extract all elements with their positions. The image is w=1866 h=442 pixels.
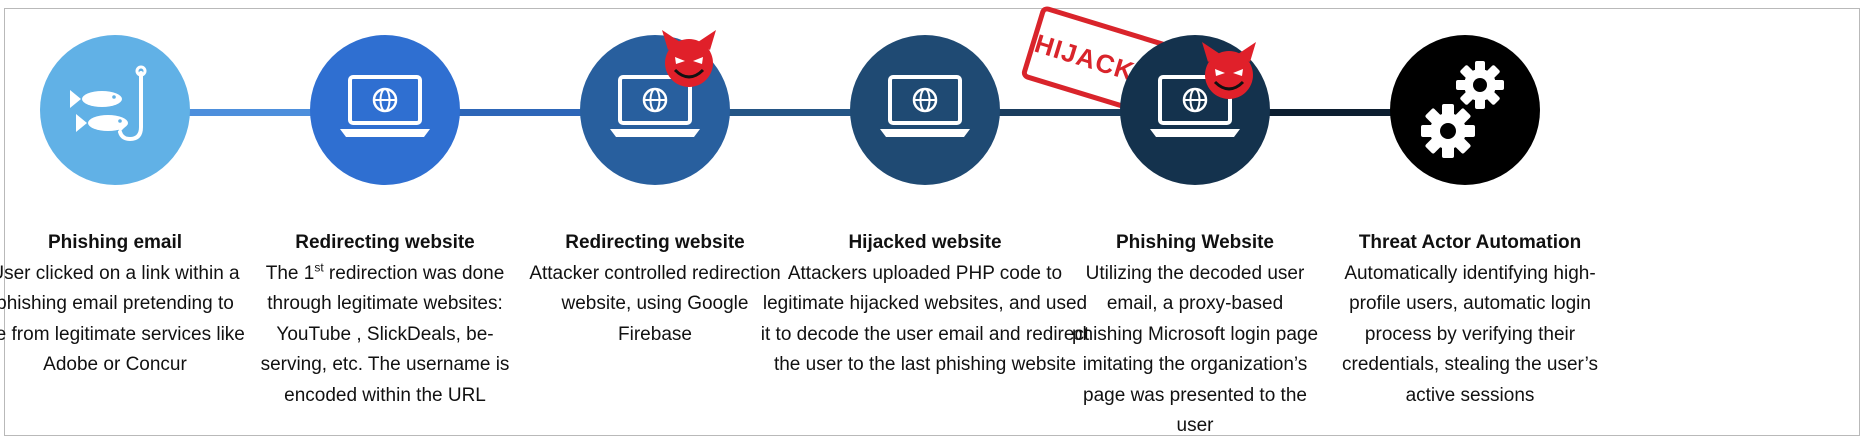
step-6-circle xyxy=(1390,35,1540,185)
connector-4-5 xyxy=(970,109,1130,116)
connector-2-3 xyxy=(430,109,590,116)
devil-icon xyxy=(662,30,716,87)
step-2-caption: Redirecting website The 1st redirection … xyxy=(240,228,530,411)
step-2-description: The 1st redirection was done through leg… xyxy=(250,259,520,412)
connector-1-2 xyxy=(170,109,320,116)
step-5-caption: Phishing Website Utilizing the decoded u… xyxy=(1050,228,1340,442)
step-2-description-part1: The 1 xyxy=(265,262,315,284)
step-2-circle xyxy=(310,35,460,185)
step-6-description: Automatically identifying high-profile u… xyxy=(1342,262,1598,406)
step-4-circle xyxy=(850,35,1000,185)
connector-5-6 xyxy=(1240,109,1400,116)
step-3-caption: Redirecting website Attacker controlled … xyxy=(510,228,800,350)
fish-hook-icon xyxy=(40,35,190,185)
step-4-caption: Hijacked website Attackers uploaded PHP … xyxy=(755,228,1095,381)
step-2-title: Redirecting website xyxy=(295,232,475,253)
step-1-title: Phishing email xyxy=(47,232,183,253)
step-3-description: Attacker controlled redirection website,… xyxy=(529,262,781,345)
step-1-circle xyxy=(40,35,190,185)
laptop-globe-icon xyxy=(850,35,1000,185)
connector-3-4 xyxy=(700,109,860,116)
step-2-description-part2: redirection was done through legitimate … xyxy=(260,262,510,406)
step-5-description: Utilizing the decoded user email, a prox… xyxy=(1071,262,1319,437)
step-4-title: Hijacked website xyxy=(848,232,1002,253)
step-5-title: Phishing Website xyxy=(1115,232,1274,253)
diagram-frame xyxy=(4,8,1860,436)
step-6-title: Threat Actor Automation xyxy=(1358,232,1582,253)
step-3-title: Redirecting website xyxy=(565,232,745,253)
laptop-globe-icon xyxy=(310,35,460,185)
step-4-description: Attackers uploaded PHP code to legitimat… xyxy=(760,262,1090,376)
devil-icon xyxy=(1202,42,1256,99)
gears-icon xyxy=(1390,35,1540,185)
step-6-caption: Threat Actor Automation Automatically id… xyxy=(1320,228,1620,411)
step-2-description-sup: st xyxy=(314,260,324,275)
step-1-description: User clicked on a link within a phishing… xyxy=(0,262,245,376)
step-1-caption: Phishing email User clicked on a link wi… xyxy=(0,228,260,381)
